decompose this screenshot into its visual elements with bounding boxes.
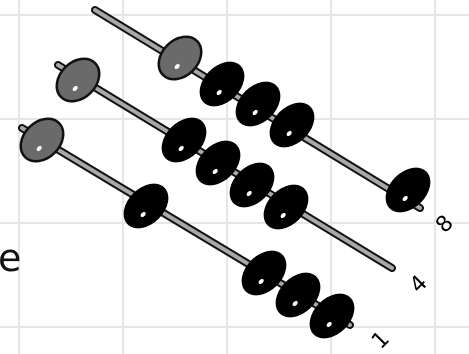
bead-gray (48, 50, 107, 109)
bead-black (115, 175, 177, 237)
bead-gray (12, 110, 71, 169)
